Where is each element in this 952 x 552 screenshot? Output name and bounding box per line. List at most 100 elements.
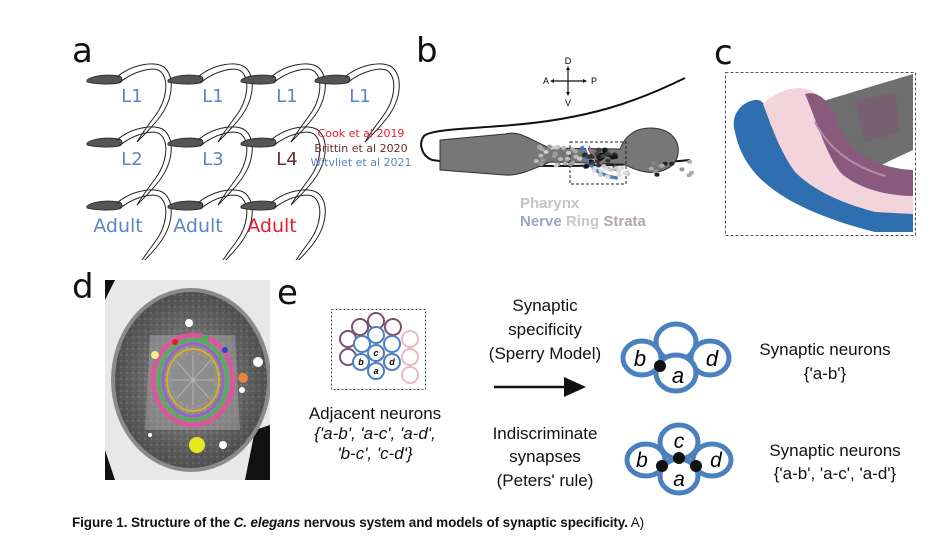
worm-stage-label: Adult bbox=[173, 215, 223, 237]
adjacent-set-text: 'b-c', 'c-d'} bbox=[337, 444, 413, 463]
neuron-dot bbox=[564, 156, 571, 161]
neuron-dot bbox=[659, 163, 665, 168]
compass-ventral: V bbox=[565, 98, 571, 108]
neuron-dot bbox=[569, 147, 576, 152]
neuron-dot bbox=[653, 169, 659, 174]
neuron-dot bbox=[590, 161, 596, 166]
caption-rest: nervous system and models of synaptic sp… bbox=[300, 515, 628, 530]
worm-stage-label: L2 bbox=[121, 149, 143, 170]
reference-brittin: Brittin et al 2020 bbox=[314, 142, 408, 155]
neuron-dot bbox=[601, 164, 607, 169]
adjacency-diagram: c b d a bbox=[331, 309, 426, 390]
panel-d-letter: d bbox=[72, 267, 94, 307]
reference-cook: Cook et al 2019 bbox=[317, 127, 405, 140]
legend-nerve-ring-strata: Nerve Ring Strata bbox=[520, 213, 646, 231]
neuron-label-b: b bbox=[358, 357, 364, 367]
neuron-dot bbox=[552, 145, 558, 150]
neuron-label-d: d bbox=[706, 346, 719, 371]
worm-stage-label: Adult bbox=[93, 215, 143, 237]
neuron-dot bbox=[560, 145, 567, 150]
panel-c-letter: c bbox=[714, 33, 733, 73]
neuron-dot bbox=[588, 153, 594, 158]
neuron-label-d: d bbox=[389, 357, 395, 367]
neuron-d-circle bbox=[690, 441, 734, 479]
neuron-dot bbox=[581, 153, 587, 158]
neuron-dot bbox=[608, 167, 614, 172]
legend-ring: Ring bbox=[561, 213, 600, 230]
neuron-dot bbox=[596, 163, 602, 168]
adjacent-neurons-set-line1: {'a-b', 'a-c', 'a-d', bbox=[285, 424, 465, 444]
reference-witvliet: Witvliet et al 2021 bbox=[310, 156, 412, 169]
panel-b-letter: b bbox=[416, 31, 438, 71]
worm-stage-label: Adult bbox=[247, 215, 297, 237]
panel-a-letter: a bbox=[72, 31, 93, 71]
neuron-dot bbox=[537, 145, 543, 150]
neuron-label-c: c bbox=[674, 430, 685, 453]
neuron-dot bbox=[669, 161, 675, 166]
figure-caption: Figure 1. Structure of the C. elegans ne… bbox=[72, 515, 644, 530]
nerve-ring-3d-render bbox=[725, 72, 916, 236]
caption-prefix: Figure 1. Structure of the bbox=[72, 515, 234, 530]
peters-rule-diagram: c b d a bbox=[624, 422, 734, 496]
model1-line3: (Sperry Model) bbox=[488, 344, 602, 363]
neuron-dot bbox=[605, 158, 611, 163]
neuron-dot bbox=[679, 167, 685, 172]
worm-stage-label: L1 bbox=[121, 86, 143, 107]
neuron-dot bbox=[616, 169, 622, 174]
worm-stage-label: L3 bbox=[202, 149, 224, 170]
neuron-dot bbox=[533, 159, 539, 164]
model2-line2: synapses bbox=[509, 447, 581, 466]
neuron-dot bbox=[654, 172, 660, 177]
neuron-dot bbox=[622, 171, 628, 176]
neuron-label-d: d bbox=[710, 449, 723, 472]
adjacent-neurons-set-line2: 'b-c', 'c-d'} bbox=[285, 444, 465, 464]
synapse-dot bbox=[690, 460, 702, 472]
neuron-dot bbox=[538, 162, 544, 166]
neuron-dot bbox=[596, 148, 602, 153]
neuron-dot bbox=[687, 159, 693, 164]
legend-pharynx: Pharynx bbox=[520, 195, 580, 212]
neuron-dot bbox=[577, 156, 583, 161]
result2-set: {'a-b', 'a-c', 'a-d'} bbox=[773, 464, 897, 483]
neuron-dot bbox=[648, 166, 654, 171]
neuron-dot bbox=[616, 173, 622, 178]
neuron-dot bbox=[565, 150, 572, 155]
neuron-dot bbox=[598, 168, 604, 173]
neuron-dot bbox=[583, 164, 590, 169]
neuron-dot bbox=[594, 151, 600, 156]
neuron-dot bbox=[551, 154, 557, 158]
caption-tail: A) bbox=[627, 515, 645, 530]
legend-nerve: Nerve bbox=[520, 213, 562, 230]
neuron-dot bbox=[651, 161, 657, 166]
model1-line1: Synaptic bbox=[512, 296, 578, 315]
neuron-dot bbox=[612, 152, 618, 157]
neuron-label-a: a bbox=[673, 468, 685, 491]
worm-stage-label: L1 bbox=[349, 86, 371, 107]
synapse-dot bbox=[673, 452, 685, 464]
neuron-dot bbox=[613, 166, 619, 170]
neuron-dot bbox=[543, 149, 549, 154]
neuron-label-c: c bbox=[373, 348, 378, 358]
neuron-dot bbox=[594, 159, 600, 164]
em-cross-section-image bbox=[105, 280, 270, 480]
neuron-dot bbox=[538, 153, 544, 158]
neuron-dot bbox=[540, 158, 546, 163]
model1-line2: specificity bbox=[508, 320, 582, 339]
neuron-dot bbox=[553, 163, 559, 168]
model2-line3: (Peters' rule) bbox=[496, 471, 594, 490]
compass-anterior: A bbox=[543, 76, 549, 86]
neuron-label-b: b bbox=[634, 346, 646, 371]
neuron-dot bbox=[597, 172, 603, 177]
neuron-dot bbox=[609, 155, 615, 160]
neuron-dot bbox=[562, 161, 568, 166]
neuron-label-b: b bbox=[636, 449, 648, 472]
neuron-dot bbox=[689, 170, 695, 175]
neuron-dot bbox=[568, 162, 574, 167]
worm-stage-label: L4 bbox=[276, 149, 298, 170]
neuron-dot bbox=[592, 166, 598, 170]
neuron-label-a: a bbox=[672, 363, 684, 388]
compass-dorsal: D bbox=[565, 56, 572, 66]
neuron-dot bbox=[604, 174, 610, 179]
arrow-right-icon bbox=[494, 377, 586, 397]
compass-icon: D V A P bbox=[543, 56, 597, 108]
